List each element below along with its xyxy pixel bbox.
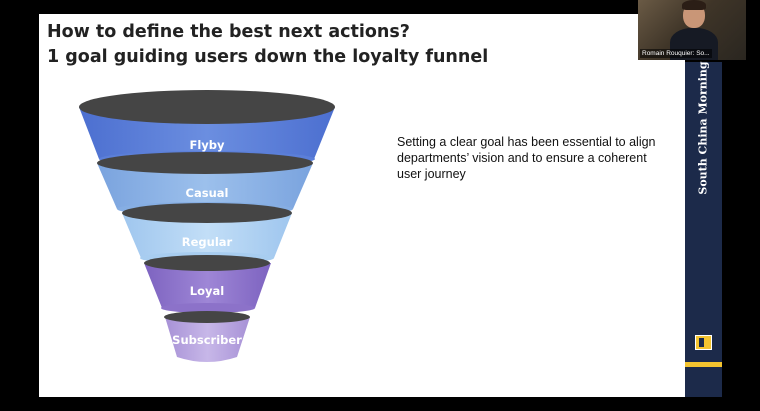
loyalty-funnel: Flyby Casual Regular Loyal Subscrib: [79, 90, 335, 362]
funnel-label-flyby: Flyby: [189, 138, 225, 152]
funnel-label-subscriber: Subscriber: [172, 333, 242, 347]
funnel-stage-subscriber: Subscriber: [164, 311, 250, 362]
brand-sidebar: South China Morning: [685, 61, 722, 397]
slide-title-line-2: 1 goal guiding users down the loyalty fu…: [47, 47, 489, 67]
accent-stripe: [685, 362, 722, 367]
brand-logo-icon: [695, 335, 712, 350]
funnel-label-casual: Casual: [186, 186, 229, 200]
funnel-label-loyal: Loyal: [190, 284, 224, 298]
participant-video-tile[interactable]: Romain Rouquier: So...: [638, 0, 746, 60]
slide-title-line-1: How to define the best next actions?: [47, 22, 410, 42]
slide-title: How to define the best next actions? 1 g…: [47, 20, 488, 70]
funnel-stage-loyal: Loyal: [144, 255, 271, 313]
brand-name: South China Morning: [696, 61, 710, 195]
participant-hair: [682, 0, 706, 10]
participant-name-tag: Romain Rouquier: So...: [640, 49, 712, 58]
presentation-slide: How to define the best next actions? 1 g…: [39, 14, 685, 397]
slide-body-text: Setting a clear goal has been essential …: [397, 135, 656, 181]
funnel-stage-regular: Regular: [122, 203, 292, 264]
funnel-stage-flyby: Flyby: [79, 90, 335, 167]
funnel-label-regular: Regular: [182, 235, 233, 249]
